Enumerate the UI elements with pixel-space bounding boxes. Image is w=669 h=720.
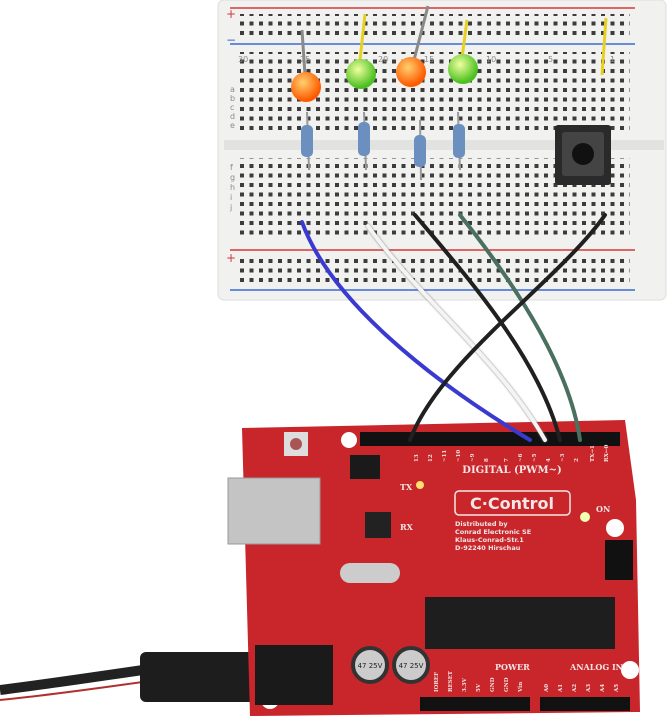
row-label: j	[229, 203, 232, 212]
on-label: ON	[596, 504, 610, 514]
distributor-line: Distributed by	[455, 520, 508, 528]
leds	[291, 54, 478, 102]
row-label: e	[230, 121, 235, 130]
row-label: a	[230, 85, 235, 94]
crystal	[340, 563, 400, 583]
digital-pin-label: 7	[504, 458, 510, 462]
push-button[interactable]	[555, 125, 611, 185]
digital-pin-label: ~6	[518, 453, 524, 462]
analog-pin-label: A3	[586, 684, 592, 693]
column-number: 15	[424, 55, 434, 64]
analog-pin-label: A1	[558, 684, 564, 693]
power-header	[420, 697, 530, 711]
digital-pin-label: 4	[546, 458, 552, 462]
digital-pin-label: ~10	[456, 450, 462, 462]
capacitor: 47 25V	[392, 646, 430, 684]
rail-plus-label: +	[226, 7, 236, 21]
digital-pin-label: 2	[574, 458, 580, 462]
resistor	[414, 135, 426, 167]
wire-blue	[300, 220, 532, 442]
power-pin-label: GND	[504, 677, 510, 692]
tx-led	[416, 481, 424, 489]
analog-pin-label: A0	[544, 684, 550, 693]
tx-label: TX	[400, 482, 413, 492]
digital-header	[360, 432, 620, 446]
resistor	[301, 125, 313, 157]
distributor-line: Klaus-Conrad-Str.1	[455, 536, 524, 544]
capacitor-label: 47 25V	[358, 662, 383, 670]
jumper-wires	[300, 213, 607, 442]
power-pin-label: GND	[490, 677, 496, 692]
analog-pin-label: A4	[600, 684, 606, 693]
power-pin-label: Vin	[518, 682, 524, 693]
analog-pin-label: A2	[572, 684, 578, 693]
analog-label: ANALOG IN	[569, 662, 623, 672]
row-label: f	[230, 163, 233, 172]
wire-green	[458, 213, 582, 442]
column-number: 30	[238, 55, 248, 64]
power-cable	[0, 652, 260, 702]
usb-connector	[227, 477, 321, 545]
resistor	[453, 124, 465, 158]
led-leads	[300, 5, 608, 76]
power-pin-label: RESET	[448, 670, 454, 692]
c-control-logo: C·Control	[470, 494, 554, 513]
led-green	[346, 59, 376, 89]
column-number: 1	[610, 55, 615, 64]
column-number: 10	[486, 55, 496, 64]
capacitor-label: 47 25V	[399, 662, 424, 670]
row-label: b	[230, 94, 235, 103]
rx-label: RX	[400, 522, 414, 532]
breadboard: + + − a b c d e f g h i j 30 25 20 15 10…	[217, 0, 667, 301]
wire-white	[366, 224, 547, 442]
column-number: 5	[548, 55, 553, 64]
power-pin-label: 3.3V	[462, 677, 468, 692]
capacitor: 47 25V	[351, 646, 389, 684]
analog-header	[540, 697, 630, 711]
led-orange	[396, 57, 426, 87]
wire-black	[408, 213, 607, 442]
resistors	[301, 111, 465, 181]
column-number: 20	[378, 55, 388, 64]
distributor-line: D-92240 Hirschau	[455, 544, 521, 552]
digital-pin-label: 13	[414, 454, 420, 462]
rail-minus-label: −	[226, 33, 236, 47]
power-pin-label: IOREF	[434, 672, 440, 692]
power-jack	[255, 645, 333, 705]
digital-pin-label: 12	[428, 454, 434, 462]
digital-pin-label: ~5	[532, 453, 538, 462]
microcontroller-chip	[425, 597, 615, 649]
resistor	[358, 122, 370, 156]
rail-plus-label: +	[226, 251, 236, 265]
row-label: d	[230, 112, 235, 121]
led-orange	[291, 72, 321, 102]
row-label: g	[230, 173, 235, 182]
row-label: h	[230, 183, 235, 192]
arduino-board: 47 25V 47 25V DIGITAL (PWM~) TX RX ON C·…	[227, 420, 640, 716]
digital-pin-label: ~11	[442, 450, 448, 462]
row-label: c	[230, 103, 234, 112]
digital-pin-label: 8	[484, 458, 490, 462]
led-green	[448, 54, 478, 84]
icsp-header	[605, 540, 633, 580]
digital-pin-label: RX←0	[604, 445, 610, 462]
analog-pin-label: A5	[614, 684, 620, 693]
power-label: POWER	[495, 662, 530, 672]
digital-label: DIGITAL (PWM~)	[462, 465, 561, 476]
distributor-line: Conrad Electronic SE	[455, 528, 531, 536]
digital-pin-label: TX→1	[590, 445, 596, 462]
digital-pin-label: ~9	[470, 453, 476, 462]
row-label: i	[230, 193, 232, 202]
on-led	[580, 512, 590, 522]
power-pin-label: 5V	[476, 683, 482, 692]
digital-pin-label: ~3	[560, 453, 566, 462]
logo-box	[454, 490, 571, 516]
